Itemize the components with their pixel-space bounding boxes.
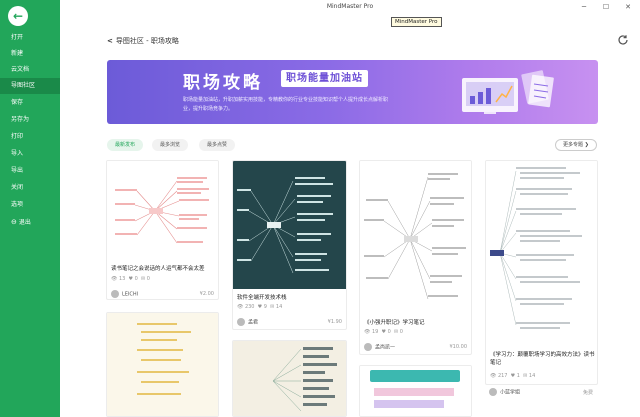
template-card[interactable]: 《小强升职记》学习笔记 👁 19 ♥ 0 ✉ 0 孟尚凯一 ¥10.00 xyxy=(359,160,472,355)
breadcrumb: <导图社区 - 职场攻略 xyxy=(107,36,179,46)
card-title: 《学习力：颠覆职场学习的高效方法》读书笔记 xyxy=(490,352,595,366)
avatar xyxy=(111,290,119,298)
sidebar-item-label: 新建 xyxy=(11,50,24,57)
sidebar-item-label: 导图社区 xyxy=(11,82,36,89)
title-tooltip: MindMaster Pro xyxy=(391,17,442,27)
card-title: 软件全端开发技术栈 xyxy=(237,295,287,301)
mindmap-thumbnail xyxy=(107,313,218,416)
card-author: 小蓝学姐 xyxy=(489,388,520,397)
mindmap-thumbnail xyxy=(486,161,597,341)
sidebar-item-cloud[interactable]: 云文档 xyxy=(0,62,60,78)
sidebar-item-label: 导出 xyxy=(11,167,24,174)
card-price: ¥2.00 xyxy=(199,291,214,297)
sidebar-item-save[interactable]: 保存 xyxy=(0,95,60,111)
template-card[interactable] xyxy=(106,312,219,417)
sidebar-item-label: 另存为 xyxy=(11,116,30,123)
card-price: ¥1.90 xyxy=(327,319,342,325)
breadcrumb-text: 导图社区 - 职场攻略 xyxy=(115,37,179,45)
card-title: 《小强升职记》学习笔记 xyxy=(364,320,425,326)
sidebar-item-new[interactable]: 新建 xyxy=(0,46,60,62)
sidebar-item-label: 云文档 xyxy=(11,66,30,73)
sidebar-item-save-as[interactable]: 另存为 xyxy=(0,112,60,128)
mindmap-thumbnail xyxy=(360,161,471,311)
avatar xyxy=(364,343,372,351)
template-card[interactable] xyxy=(232,340,347,417)
sidebar-item-export[interactable]: 导出 xyxy=(0,163,60,179)
sidebar-item-community[interactable]: 导图社区 xyxy=(0,78,60,94)
template-card[interactable]: 《学习力：颠覆职场学习的高效方法》读书笔记 👁 217 ♥ 1 ✉ 14 xyxy=(485,160,598,385)
sidebar: ← 打开 新建 云文档 导图社区 保存 另存为 打印 导入 导出 关闭 选项 ⊖… xyxy=(0,0,60,417)
sidebar-item-label: 关闭 xyxy=(11,184,24,191)
card-stats: 👁 217 ♥ 1 ✉ 14 xyxy=(490,373,536,379)
template-card[interactable]: 读书笔记之会说话的人运气都不会太差 👁 13 ♥ 0 ✉ 0 LEICHI ¥2… xyxy=(106,160,219,300)
card-stats: 👁 13 ♥ 0 ✉ 0 xyxy=(111,276,150,282)
sidebar-item-close[interactable]: 关闭 xyxy=(0,180,60,196)
mindmap-thumbnail xyxy=(107,161,218,261)
card-price: 免费 xyxy=(583,390,594,396)
card-author: 孟君 xyxy=(237,318,258,327)
mindmap-thumbnail xyxy=(360,366,471,416)
maximize-button[interactable]: ☐ xyxy=(602,3,610,11)
analytics-illustration-icon xyxy=(462,70,554,114)
sidebar-item-print[interactable]: 打印 xyxy=(0,129,60,145)
card-price: ¥10.00 xyxy=(449,344,468,350)
refresh-icon[interactable] xyxy=(617,34,629,46)
card-author: 孟尚凯一 xyxy=(364,343,395,352)
filter-latest[interactable]: 最新发布 xyxy=(107,139,144,151)
filter-most-viewed[interactable]: 最多浏览 xyxy=(152,139,189,151)
mindmap-thumbnail xyxy=(233,341,346,416)
sidebar-item-exit[interactable]: ⊖退出 xyxy=(0,214,60,230)
sidebar-item-import[interactable]: 导入 xyxy=(0,146,60,162)
app-title: MindMaster Pro xyxy=(326,3,374,10)
sidebar-item-label: 打印 xyxy=(11,133,24,140)
card-title: 读书笔记之会说话的人运气都不会太差 xyxy=(111,266,205,272)
mindmap-thumbnail xyxy=(233,161,346,289)
topic-banner: 职场攻略 职场能量加油站 职场能量加油站，升职加薪实用技能，专精教你的行业专业技… xyxy=(107,60,598,124)
banner-title: 职场攻略 xyxy=(183,73,263,93)
sidebar-item-label: 退出 xyxy=(18,219,31,226)
more-topics-button[interactable]: 更多专题 ❯ xyxy=(555,139,597,151)
sidebar-item-open[interactable]: 打开 xyxy=(0,30,60,46)
exit-icon: ⊖ xyxy=(11,218,17,226)
card-author: LEICHI xyxy=(111,290,138,299)
back-chevron-icon[interactable]: < xyxy=(107,37,113,45)
sidebar-item-label: 选项 xyxy=(11,201,24,208)
back-arrow-icon[interactable]: ← xyxy=(8,6,28,26)
card-stats: 👁 230 ♥ 9 ✉ 14 xyxy=(237,304,283,310)
sidebar-item-label: 打开 xyxy=(11,34,24,41)
sidebar-item-options[interactable]: 选项 xyxy=(0,197,60,213)
sidebar-item-label: 保存 xyxy=(11,99,24,106)
template-card[interactable] xyxy=(359,365,472,417)
card-stats: 👁 19 ♥ 0 ✉ 0 xyxy=(364,329,403,335)
minimize-button[interactable]: ─ xyxy=(581,3,587,11)
banner-tag: 职场能量加油站 xyxy=(281,70,368,87)
sidebar-item-label: 导入 xyxy=(11,150,24,157)
close-button[interactable]: ✕ xyxy=(625,3,631,11)
banner-description: 职场能量加油站，升职加薪实用技能，专精教你的行业专业技能知识帮个人提升成长点解析… xyxy=(183,97,389,112)
avatar xyxy=(489,388,497,396)
filter-most-liked[interactable]: 最多点赞 xyxy=(199,139,236,151)
template-card[interactable]: 软件全端开发技术栈 👁 230 ♥ 9 ✉ 14 孟君 ¥1.90 xyxy=(232,160,347,330)
title-bar: MindMaster Pro ─ ☐ ✕ xyxy=(60,0,640,14)
avatar xyxy=(237,318,245,326)
